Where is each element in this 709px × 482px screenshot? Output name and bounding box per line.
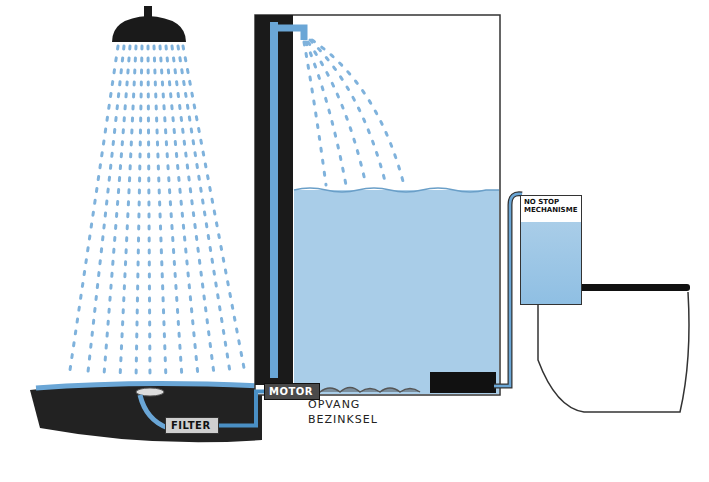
riser-pipe	[270, 22, 278, 378]
drain	[136, 388, 164, 396]
pipe-column	[255, 15, 293, 385]
toilet-bowl	[538, 292, 689, 412]
shower-pipe	[144, 6, 152, 18]
cistern-pipe-outline	[494, 194, 522, 386]
sediment-label: OPVANG BEZINKSEL	[308, 398, 398, 428]
outlet-pipe	[274, 28, 304, 40]
toilet-cistern: NO STOP MECHANISME	[520, 195, 582, 305]
cistern-pipe	[494, 194, 522, 386]
water-pipe	[219, 392, 264, 426]
node-text: FILTER	[171, 420, 213, 431]
filter-box: FILTER	[165, 417, 219, 434]
floor-ground	[30, 384, 262, 443]
floor-water	[36, 383, 262, 388]
shower-water	[70, 46, 244, 380]
water-surface	[294, 188, 499, 192]
tank-water	[294, 190, 499, 394]
tank-spray	[304, 40, 404, 185]
node-text: MOTOR	[269, 386, 315, 397]
sediment-collector	[430, 372, 496, 393]
drain-pipe	[140, 395, 168, 428]
node-text: NO STOP MECHANISME	[524, 198, 578, 214]
toilet-seat	[578, 284, 690, 291]
motor-box: MOTOR	[264, 383, 320, 400]
storage-tank	[255, 15, 500, 395]
shower-head	[112, 16, 186, 42]
